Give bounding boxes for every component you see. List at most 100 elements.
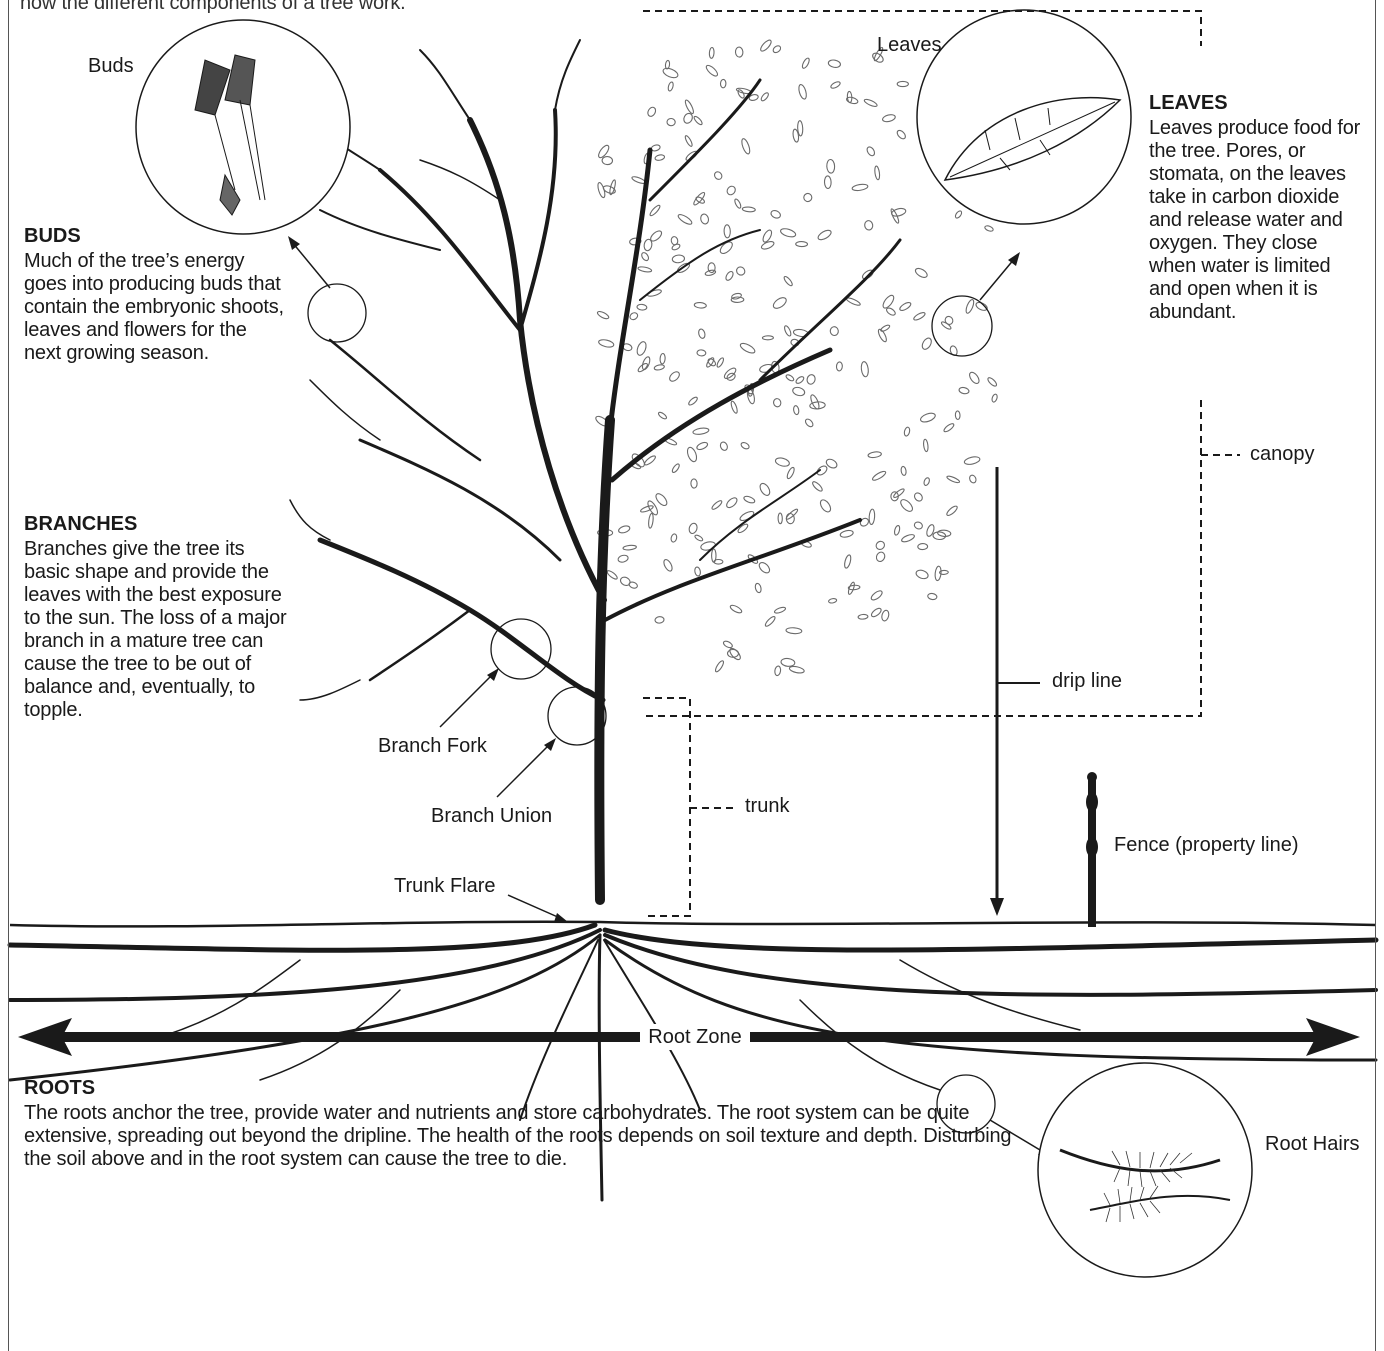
foliage-leaf	[691, 479, 698, 488]
foliage-leaf	[638, 266, 652, 273]
foliage-leaf	[770, 209, 782, 219]
foliage-leaf	[875, 551, 886, 563]
foliage-leaf	[643, 454, 656, 466]
root-zone-label: Root Zone	[640, 1024, 750, 1050]
buds-heading: BUDS	[24, 225, 289, 248]
foliage-leaf	[899, 301, 912, 312]
intro-fragment: how the different components of a tree w…	[20, 0, 620, 15]
foliage-leaf	[882, 114, 896, 123]
foliage-leaf	[958, 387, 969, 395]
foliage-leaf	[860, 361, 869, 377]
foliage-leaf	[901, 533, 916, 543]
foliage-leaf	[667, 81, 674, 91]
foliage-leaf	[667, 118, 676, 126]
foliage-leaf	[864, 220, 874, 231]
foliage-leaf	[781, 658, 796, 667]
foliage-leaf	[649, 204, 661, 217]
leaves-arrow	[980, 252, 1020, 300]
foliage-leaf	[836, 362, 842, 371]
foliage-leaf	[871, 470, 886, 482]
foliage-leaf	[919, 411, 936, 423]
foliage-leaf	[913, 521, 923, 530]
foliage-leaf	[903, 427, 910, 437]
foliage-leaf	[772, 296, 789, 311]
foliage-leaf	[657, 411, 667, 420]
foliage-leaf	[818, 498, 832, 514]
foliage-leaf	[881, 610, 890, 622]
foliage-leaf	[815, 464, 828, 476]
foliage-leaf	[731, 292, 742, 299]
foliage-leaf	[700, 213, 710, 225]
foliage-leaf	[759, 39, 773, 53]
foliage-leaf	[646, 106, 657, 118]
foliage-leaf	[754, 583, 762, 593]
buds-arrow	[288, 236, 330, 288]
leaves-heading: LEAVES	[1149, 92, 1364, 115]
drip-line-label: drip line	[1052, 670, 1122, 693]
foliage-leaf	[693, 115, 703, 126]
foliage-leaf	[965, 299, 976, 315]
foliage-leaf	[984, 225, 994, 232]
trunk-flare-label: Trunk Flare	[394, 875, 496, 898]
foliage-leaf	[894, 525, 901, 536]
foliage-leaf	[670, 533, 677, 542]
foliage-leaf	[654, 492, 669, 508]
foliage-leaf	[635, 340, 647, 356]
foliage-leaf	[725, 496, 739, 509]
foliage-leaf	[923, 439, 929, 452]
foliage-leaf	[629, 311, 639, 321]
foliage-leaf	[868, 451, 882, 458]
foliage-leaf	[840, 529, 854, 538]
leaves-label: Leaves	[877, 34, 942, 57]
foliage-leaf	[743, 495, 756, 504]
foliage-leaf	[874, 166, 880, 180]
foliage-leaf	[709, 47, 714, 58]
foliage-leaf	[869, 509, 875, 525]
foliage-leaf	[803, 192, 813, 202]
foliage-leaf	[830, 326, 839, 336]
foliage-leaf	[694, 567, 701, 577]
buds-label: Buds	[88, 55, 134, 78]
foliage-leaf	[885, 307, 896, 317]
foliage-leaf	[737, 89, 746, 99]
foliage-leaf	[944, 315, 955, 326]
foliage-leaf	[824, 176, 831, 189]
foliage-leaf	[637, 304, 647, 311]
branch-fork-arrow	[440, 668, 499, 727]
foliage-leaf	[943, 422, 955, 433]
foliage-leaf	[789, 665, 805, 674]
foliage-leaf	[720, 79, 726, 88]
foliage-leaf	[870, 607, 882, 618]
leaves-text-block: LEAVES Leaves produce food for the tree.…	[1149, 92, 1364, 324]
foliage-leaf	[964, 456, 981, 466]
foliage-leaf	[705, 64, 719, 78]
foliage-leaf	[694, 534, 704, 542]
foliage-leaf	[735, 47, 743, 57]
foliage-leaf	[875, 540, 887, 551]
foliage-leaf	[684, 135, 693, 147]
foliage-leaf	[863, 98, 877, 108]
foliage-leaf	[914, 267, 929, 280]
foliage-leaf	[760, 92, 770, 102]
foliage-leaf	[817, 228, 833, 241]
leaves-inset	[917, 10, 1131, 224]
foliage-leaf	[694, 302, 706, 308]
foliage-leaf	[693, 427, 710, 435]
foliage-leaf	[698, 328, 706, 339]
foliage-leaf	[618, 525, 631, 534]
foliage-leaf	[893, 488, 906, 499]
foliage-leaf	[725, 185, 737, 197]
foliage-leaf	[783, 325, 792, 337]
foliage-leaf	[774, 606, 786, 614]
branches-text-block: BRANCHES Branches give the tree its basi…	[24, 513, 289, 722]
foliage-leaf	[785, 374, 795, 382]
foliage-leaf	[696, 441, 709, 451]
foliage-leaf	[597, 182, 607, 198]
branch-fork-label: Branch Fork	[378, 735, 487, 758]
foliage-leaf	[786, 466, 796, 479]
foliage-leaf	[927, 593, 937, 600]
roots-body: The roots anchor the tree, provide water…	[24, 1102, 1014, 1171]
drip-line-arrow	[990, 467, 1040, 916]
foliage-leaf	[598, 338, 614, 348]
foliage-leaf	[730, 401, 738, 414]
